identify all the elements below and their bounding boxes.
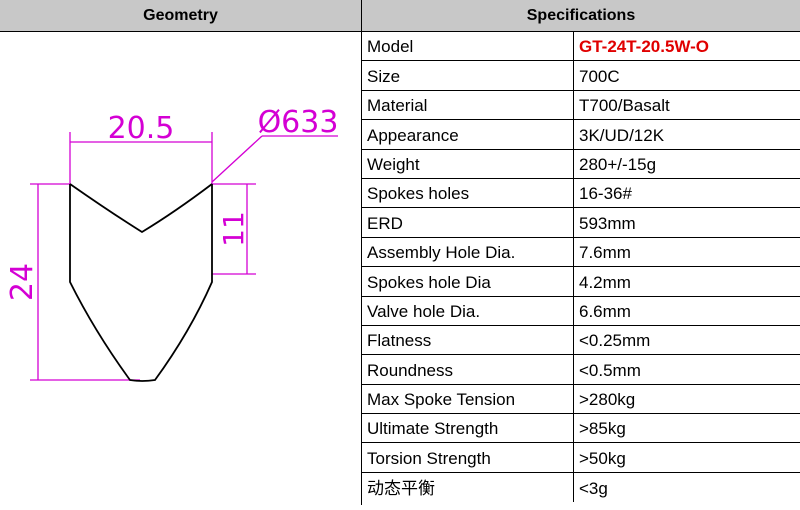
spec-key: Spokes hole Dia bbox=[362, 267, 574, 296]
spec-value: 6.6mm bbox=[579, 301, 631, 321]
spec-value: >280kg bbox=[579, 390, 636, 410]
height-label: 24 bbox=[5, 263, 40, 301]
spec-row: Flatness<0.25mm bbox=[362, 325, 800, 356]
spec-key: Spokes holes bbox=[362, 178, 574, 208]
spec-row: Ultimate Strength>85kg bbox=[362, 414, 800, 444]
spec-key: 动态平衡 bbox=[362, 472, 574, 503]
spec-row: Valve hole Dia.6.6mm bbox=[362, 296, 800, 326]
geometry-header: Geometry bbox=[0, 0, 362, 32]
spec-value: 280+/-15g bbox=[579, 154, 657, 174]
spec-row: 动态平衡<3g bbox=[362, 472, 800, 503]
spec-row: Roundness<0.5mm bbox=[362, 355, 800, 385]
dimension-lines bbox=[30, 132, 338, 381]
spec-key: ERD bbox=[362, 208, 574, 237]
spec-key: Max Spoke Tension bbox=[362, 384, 574, 414]
spec-value: 16-36# bbox=[579, 184, 632, 204]
geometry-panel: 20.5 Ø633 11 24 bbox=[0, 32, 362, 505]
spec-row: Torsion Strength>50kg bbox=[362, 443, 800, 473]
spec-row: Assembly Hole Dia.7.6mm bbox=[362, 237, 800, 268]
spec-value: >85kg bbox=[579, 419, 626, 439]
spec-value: <3g bbox=[579, 479, 608, 499]
spec-row: Max Spoke Tension>280kg bbox=[362, 384, 800, 415]
spec-value: <0.25mm bbox=[579, 331, 651, 351]
spec-value: 7.6mm bbox=[579, 243, 631, 263]
spec-key: Valve hole Dia. bbox=[362, 296, 574, 325]
spec-key: Weight bbox=[362, 149, 574, 178]
rim-profile bbox=[69, 183, 213, 382]
spec-value: 3K/UD/12K bbox=[579, 125, 665, 145]
rim-profile-drawing: 20.5 Ø633 11 24 bbox=[5, 105, 339, 382]
spec-key: Size bbox=[362, 61, 574, 90]
spec-key: Model bbox=[362, 32, 574, 61]
spec-key: Torsion Strength bbox=[362, 443, 574, 472]
spec-key: Appearance bbox=[362, 120, 574, 149]
spec-value: 700C bbox=[579, 66, 620, 86]
spec-value: 4.2mm bbox=[579, 272, 631, 292]
spec-value: GT-24T-20.5W-O bbox=[579, 37, 710, 57]
spec-key: Roundness bbox=[362, 355, 574, 384]
spec-key: Ultimate Strength bbox=[362, 414, 574, 443]
spec-key: Assembly Hole Dia. bbox=[362, 237, 574, 267]
diameter-label: Ø633 bbox=[258, 105, 339, 140]
spec-key: Flatness bbox=[362, 325, 574, 355]
spec-value: <0.5mm bbox=[579, 360, 641, 380]
inner-depth-label: 11 bbox=[217, 211, 250, 247]
spec-value: >50kg bbox=[579, 448, 626, 468]
specifications-header: Specifications bbox=[362, 0, 800, 32]
width-label: 20.5 bbox=[108, 111, 175, 146]
spec-value: T700/Basalt bbox=[579, 96, 670, 116]
spec-key: Material bbox=[362, 90, 574, 120]
spec-value: 593mm bbox=[579, 213, 636, 233]
